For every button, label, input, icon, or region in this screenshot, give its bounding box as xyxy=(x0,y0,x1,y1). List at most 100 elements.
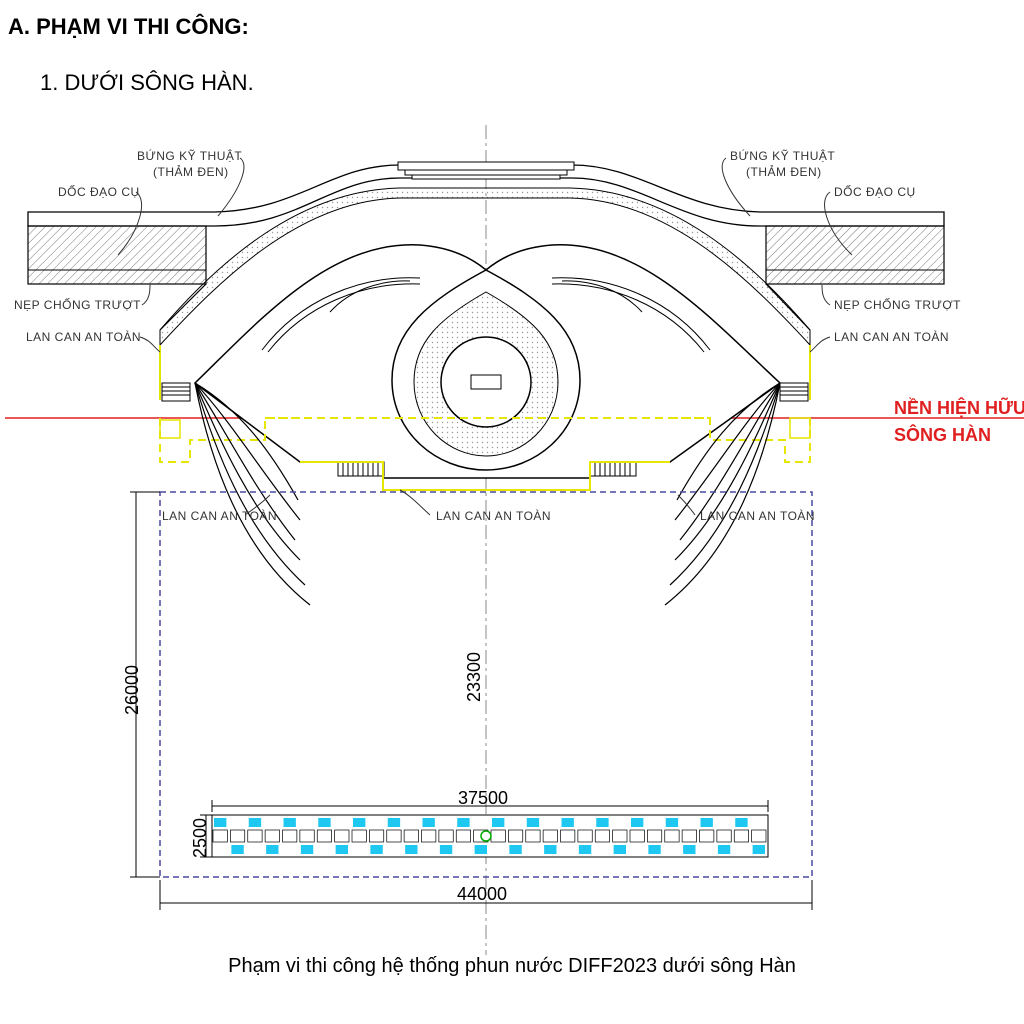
fountain-nozzle-top xyxy=(283,818,296,827)
fountain-pipe-segment xyxy=(699,829,715,843)
fountain-nozzle-bottom xyxy=(474,845,487,854)
fountain-pipe-segment xyxy=(490,829,506,843)
fountain-nozzle-bottom xyxy=(509,845,522,854)
label-tham-den-right: (THẢM ĐEN) xyxy=(746,164,822,179)
fountain-nozzle-top xyxy=(214,818,227,827)
fountain-nozzle-top xyxy=(300,818,314,827)
fountain-nozzle-top xyxy=(387,818,401,827)
fountain-nozzle-bottom xyxy=(283,845,296,854)
fountain-pipe-segment xyxy=(230,829,246,843)
fountain-nozzle-top xyxy=(544,818,557,827)
fountain-nozzle-bottom xyxy=(578,845,592,854)
fountain-nozzle-bottom xyxy=(266,845,279,854)
fountain-nozzle-bottom xyxy=(683,845,696,854)
leader-lines xyxy=(117,157,853,516)
fountain-nozzle-bottom xyxy=(648,845,661,854)
fountain-nozzle-top xyxy=(405,818,418,827)
left-inner-arc xyxy=(261,277,421,351)
subsection-heading: 1. DƯỚI SÔNG HÀN. xyxy=(40,70,254,95)
fountain-pipe-segment xyxy=(299,829,315,843)
label-lan-can-left: LAN CAN AN TOÀN xyxy=(26,329,141,344)
fountain-pipe-segment xyxy=(751,829,767,843)
fountain-nozzle-top xyxy=(717,818,731,827)
fountain-pipe-segment xyxy=(681,829,697,843)
fountain-nozzle-top xyxy=(648,818,661,827)
fountain-nozzle-top xyxy=(526,818,540,827)
fountain-nozzle-bottom xyxy=(665,845,679,854)
dim-height-total: 26000 xyxy=(122,665,142,715)
bottom-right-step xyxy=(589,461,637,477)
fountain-nozzle-bottom xyxy=(318,845,331,854)
fountain-nozzle-top xyxy=(492,818,505,827)
fountain-nozzle-bottom xyxy=(526,845,540,854)
dim-height-inner: 23300 xyxy=(464,652,484,702)
fountain-nozzle-top xyxy=(631,818,644,827)
fountain-nozzle-top xyxy=(422,818,435,827)
label-lan-can-bottom-left: LAN CAN AN TOÀN xyxy=(162,508,277,523)
fountain-nozzle-top xyxy=(613,818,626,827)
fountain-pipe-segment xyxy=(716,829,732,843)
fountain-pipe-segment xyxy=(264,829,280,843)
fountain-pipe-segment xyxy=(525,829,541,843)
fountain-nozzle-top xyxy=(700,818,713,827)
fountain-pipe-segment xyxy=(334,829,350,843)
label-nep-chong-truot-right: NẸP CHỐNG TRƯỢT xyxy=(834,297,961,312)
construction-boundary xyxy=(159,491,813,878)
fountain-nozzle-bottom xyxy=(492,845,505,854)
fountain-nozzle-bottom xyxy=(717,845,731,854)
figure-caption: Phạm vi thi công hệ thống phun nước DIFF… xyxy=(228,955,796,977)
left-ramp-block xyxy=(27,225,207,285)
fountain-nozzle-bottom xyxy=(544,845,557,854)
fountain-pipe-segment xyxy=(629,829,645,843)
fountain-pipe-segment xyxy=(612,829,628,843)
label-bung-ky-thuat-right: BỨNG KỸ THUẬT xyxy=(730,148,835,163)
fountain-pipe-segment xyxy=(247,829,263,843)
fountain-nozzle-bottom xyxy=(248,845,262,854)
fountain-nozzle-bottom xyxy=(422,845,435,854)
fountain-nozzle-bottom xyxy=(300,845,314,854)
left-spray-fan xyxy=(194,382,311,606)
fountain-nozzle-bottom xyxy=(735,845,748,854)
fountain-nozzle-bottom xyxy=(335,845,348,854)
fountain-nozzle-bottom xyxy=(596,845,609,854)
fountain-pipe-segment xyxy=(508,829,524,843)
fountain-pipe-segment xyxy=(560,829,576,843)
label-lan-can-bottom-center: LAN CAN AN TOÀN xyxy=(436,508,551,523)
fountain-pipe-segment xyxy=(542,829,558,843)
fountain-nozzle-bottom xyxy=(631,845,644,854)
fountain-nozzle-bottom xyxy=(370,845,383,854)
dimension-lines xyxy=(130,491,813,910)
fountain-pipe-segment xyxy=(647,829,663,843)
label-doc-dao-cu-right: DỐC ĐẠO CỤ xyxy=(834,184,916,199)
section-heading: A. PHẠM VI THI CÔNG: xyxy=(8,14,249,39)
fountain-nozzle-bottom xyxy=(439,845,453,854)
fountain-pipe-segment xyxy=(421,829,437,843)
fountain-pipe-segment xyxy=(212,829,228,843)
fountain-nozzle-top xyxy=(596,818,609,827)
fountain-strip xyxy=(211,814,769,858)
fountain-nozzle-top xyxy=(474,818,487,827)
fountain-pipe-segment xyxy=(316,829,332,843)
right-spray-fan xyxy=(664,382,781,606)
label-lan-can-bottom-right: LAN CAN AN TOÀN xyxy=(700,508,815,523)
fountain-nozzle-top xyxy=(370,818,383,827)
dim-height-fountain: 2500 xyxy=(190,818,210,858)
right-inner-arc xyxy=(551,277,711,351)
fountain-nozzle-top xyxy=(561,818,574,827)
fountain-pipe-segment xyxy=(386,829,402,843)
fountain-nozzle-bottom xyxy=(231,845,244,854)
fountain-nozzle-top xyxy=(578,818,592,827)
fountain-nozzle-top xyxy=(248,818,262,827)
fountain-nozzle-bottom xyxy=(752,845,765,854)
fountain-center-marker xyxy=(480,830,492,842)
fountain-nozzle-top xyxy=(335,818,348,827)
fountain-nozzle-bottom xyxy=(405,845,418,854)
fountain-pipe-segment xyxy=(438,829,454,843)
stage-top-step xyxy=(397,161,575,171)
fountain-pipe-segment xyxy=(594,829,610,843)
fountain-nozzle-bottom xyxy=(214,845,227,854)
label-nep-chong-truot-left: NẸP CHỐNG TRƯỢT xyxy=(14,297,141,312)
fountain-nozzle-top xyxy=(735,818,748,827)
fountain-pipe-segment xyxy=(282,829,298,843)
